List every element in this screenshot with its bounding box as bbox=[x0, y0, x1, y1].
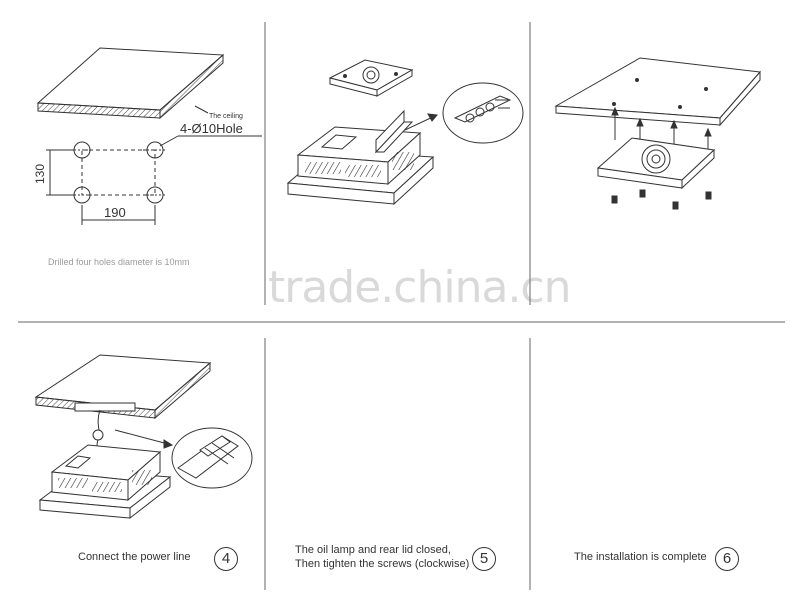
unit-body bbox=[38, 444, 172, 520]
mounting-plate bbox=[328, 59, 414, 97]
holes-label: 4-Ø10Hole bbox=[180, 121, 243, 136]
panel-5-caption-line2: Then tighten the screws (clockwise) bbox=[295, 558, 470, 570]
screws-bottom bbox=[611, 189, 712, 210]
ceiling-slab bbox=[34, 354, 212, 420]
watermark: trade.china.cn bbox=[268, 262, 572, 313]
unit-body bbox=[286, 109, 435, 206]
panel-3-mount-plate bbox=[554, 57, 761, 210]
panel-4-caption: Connect the power line bbox=[78, 551, 191, 563]
ceiling-slab bbox=[36, 47, 225, 120]
hole-pattern bbox=[46, 135, 262, 225]
mounting-plate bbox=[596, 137, 716, 190]
panel-2-open-unit bbox=[286, 59, 524, 206]
dimension-190: 190 bbox=[104, 205, 126, 220]
panel-1-drill-holes: The ceiling 4-Ø10Hole 130 190 bbox=[33, 47, 262, 225]
grid-dividers bbox=[18, 22, 785, 590]
panel-4-connect-power bbox=[34, 354, 253, 520]
step-number-5: 5 bbox=[472, 547, 496, 571]
ceiling-slab bbox=[554, 57, 761, 127]
ceiling-label: The ceiling bbox=[209, 113, 243, 120]
ceiling-leader bbox=[194, 105, 209, 114]
panel-6-caption: The installation is complete bbox=[574, 551, 707, 563]
step-number-6: 6 bbox=[715, 547, 739, 571]
panel-1-caption: Drilled four holes diameter is 10mm bbox=[48, 257, 190, 267]
step-number-4: 4 bbox=[214, 547, 238, 571]
screw-detail-circle bbox=[442, 82, 524, 144]
wire-detail-circle bbox=[171, 427, 253, 489]
panel-5-caption-line1: The oil lamp and rear lid closed, bbox=[295, 544, 451, 556]
dimension-130: 130 bbox=[33, 164, 47, 184]
